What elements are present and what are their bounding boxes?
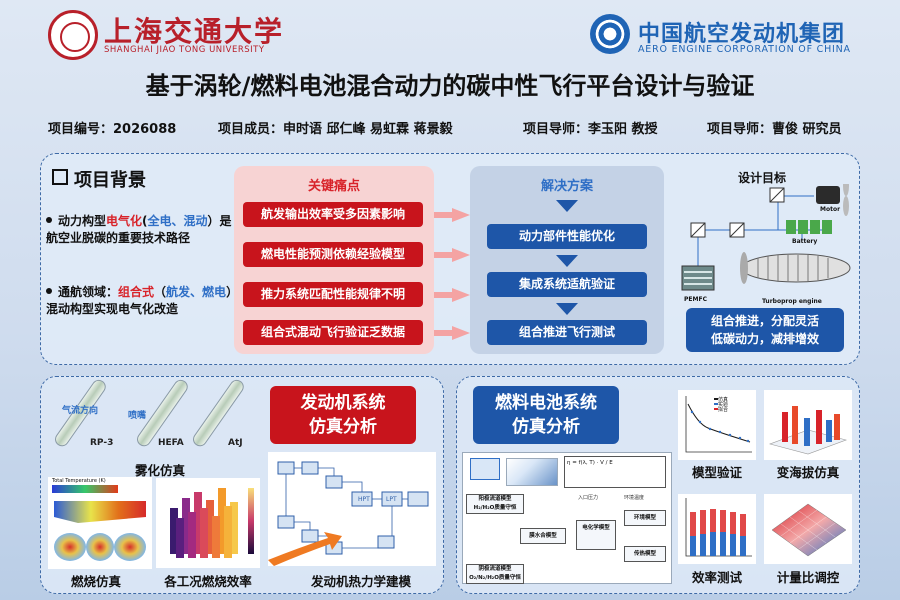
fuel-label-rp3: RP-3 (90, 438, 114, 448)
caption-atomization: 雾化仿真 (134, 463, 185, 478)
legend-experiment: 实验 (718, 402, 729, 408)
caption-stoichiometry: 计量比调控 (776, 570, 840, 585)
solution-item: 动力部件性能优化 (487, 224, 647, 249)
arrow-right-icon (452, 326, 470, 340)
turboprop-label: Turboprop engine (762, 298, 822, 305)
pain-item: 组合式混动飞行验证乏数据 (243, 320, 423, 345)
caption-validation: 模型验证 (691, 465, 742, 480)
background-bullet-1: 动力构型电气化(全电、混动）是航空业脱碳的重要技术路径 (46, 214, 232, 245)
heat-transfer-model: 传热模型 (624, 546, 666, 562)
arrow-shaft (434, 330, 454, 336)
sjtu-english-name: SHANGHAI JIAO TONG UNIVERSITY (104, 45, 265, 55)
nozzle-label: 喷嘴 (128, 411, 147, 421)
inlet-pressure-note: 入口压力 (578, 495, 599, 501)
membrane-hydration-model: 膜水合模型 (520, 528, 566, 544)
ambient-temperature-note: 环境温度 (624, 495, 645, 501)
aecc-name: 中国航空发动机集团 (638, 22, 846, 47)
caption-combustion: 燃烧仿真 (70, 574, 121, 589)
engine-simulation-banner: 发动机系统 仿真分析 (270, 386, 416, 444)
diagram-contour-plot (506, 458, 558, 486)
thermo-block-hpt: HPT (358, 496, 370, 503)
arrow-down-icon (556, 255, 578, 267)
hybrid-architecture-diagram (681, 184, 851, 291)
project-advisor-2: 项目导师：曹俊 研究员 (707, 122, 842, 137)
project-members: 项目成员：申时语 邱仁峰 易虹霖 蒋景毅 (218, 122, 453, 137)
arrow-right-icon (452, 208, 470, 222)
design-goal-summary: 组合推进，分配灵活 低碳动力，减排增效 (686, 308, 844, 352)
equation-block: η = f(λ, T) · V / E (564, 456, 666, 488)
arrow-right-icon (452, 248, 470, 262)
solution-item: 集成系统适航验证 (487, 272, 647, 297)
engine-thermodynamic-model-diagram (268, 452, 436, 566)
arrow-shaft (434, 212, 454, 218)
thermo-block-lpt: LPT (386, 496, 397, 503)
combustion-simulation-figure (48, 477, 152, 569)
fuel-label-atj: AtJ (228, 438, 243, 448)
fuelcell-simulation-banner: 燃料电池系统 仿真分析 (473, 386, 619, 444)
arrow-down-icon (556, 200, 578, 212)
fuel-label-hefa: HEFA (158, 438, 184, 448)
pain-item: 燃电性能预测依赖经验模型 (243, 242, 423, 267)
altitude-simulation-chart (764, 390, 852, 460)
environment-model: 环境模型 (624, 510, 666, 526)
pain-item: 推力系统匹配性能规律不明 (243, 282, 423, 307)
caption-altitude: 变海拔仿真 (776, 465, 840, 480)
project-number: 项目编号：2026088 (48, 122, 177, 137)
background-bullet-2: 通航领域：组合式（航发、燃电）混动构型实现电气化改造 (46, 285, 233, 316)
arrow-down-icon (556, 303, 578, 315)
motor-label: Motor (820, 206, 841, 213)
electrochemical-model: 电化学模型 (576, 520, 616, 550)
background-title: 项目背景 (52, 166, 146, 192)
sjtu-name: 上海交通大学 (104, 15, 285, 48)
caption-efficiency: 各工况燃烧效率 (164, 574, 252, 589)
pain-points-title: 关键痛点 (307, 179, 360, 194)
total-temperature-label: Total Temperature (K) (52, 478, 106, 484)
pemfc-label: PEMFC (684, 296, 707, 303)
caption-efficiency-test: 效率测试 (691, 570, 742, 585)
solutions-title: 解决方案 (540, 179, 593, 194)
legend-fit: 拟合 (718, 407, 729, 413)
sjtu-logo (48, 10, 98, 60)
solution-item: 组合推进飞行测试 (487, 320, 647, 345)
diagram-legend-box (470, 458, 500, 480)
efficiency-test-chart (678, 494, 756, 564)
arrow-shaft (434, 292, 454, 298)
stoichiometry-control-chart (764, 494, 852, 564)
design-goal-title: 设计目标 (738, 171, 787, 185)
arrow-right-icon (452, 288, 470, 302)
caption-thermo: 发动机热力学建模 (310, 574, 411, 589)
pain-item: 航发输出效率受多因素影响 (243, 202, 423, 227)
combustion-efficiency-3d-bars (156, 478, 260, 568)
poster-title: 基于涡轮/燃料电池混合动力的碳中性飞行平台设计与验证 (145, 72, 755, 100)
aecc-english-name: AERO ENGINE CORPORATION OF CHINA (638, 44, 851, 55)
legend-simulation: 仿真 (718, 397, 729, 403)
model-validation-chart (678, 390, 756, 460)
project-advisor-1: 项目导师：李玉阳 教授 (523, 122, 658, 137)
airflow-direction-label: 气流方向 (62, 406, 99, 416)
aecc-logo (590, 14, 630, 54)
battery-label: Battery (792, 238, 818, 245)
arrow-shaft (434, 252, 454, 258)
